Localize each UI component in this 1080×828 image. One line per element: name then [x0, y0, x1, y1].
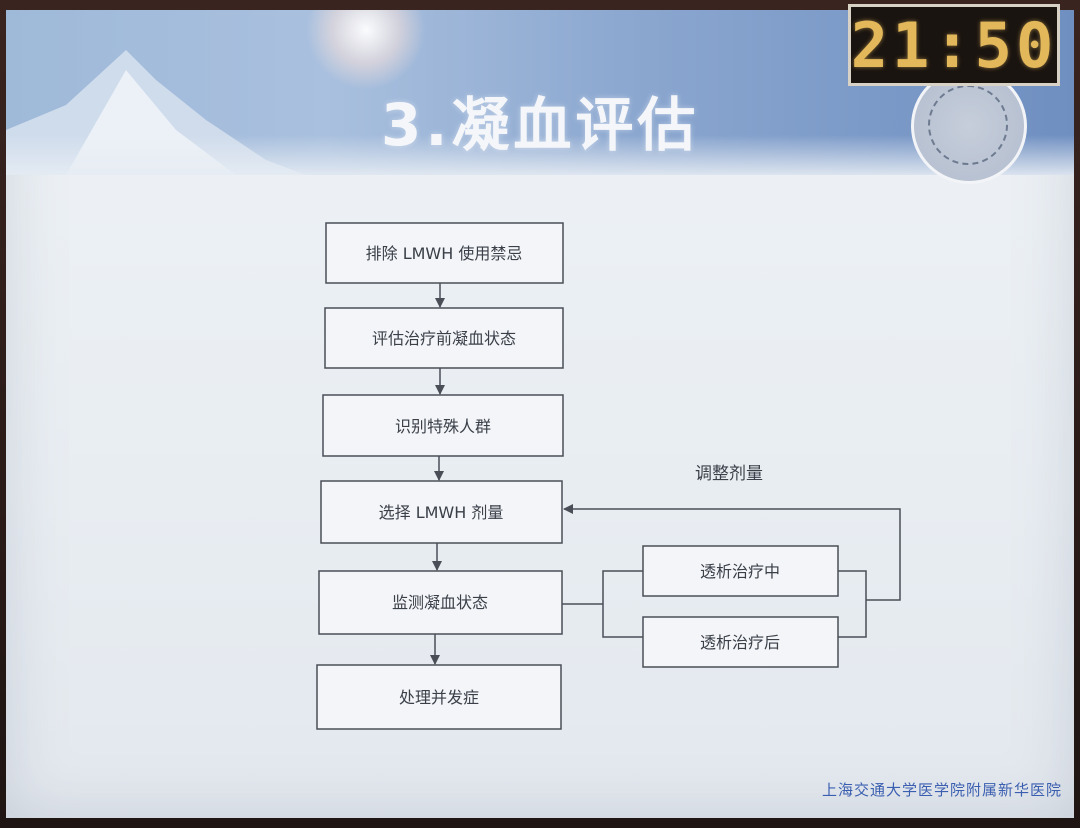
- slide-footer-institution: 上海交通大学医学院附属新华医院: [821, 781, 1062, 799]
- flow-branch-after-dialysis: 透析治疗后: [642, 616, 839, 668]
- university-emblem-icon: [911, 68, 1027, 184]
- slide: 3.凝血评估 排除 LMWH 使用禁忌 评估治疗前凝血状态 识别特殊人群: [6, 10, 1074, 818]
- flow-step-5-label: 监测凝血状态: [392, 593, 488, 612]
- flow-branch-2-label: 透析治疗后: [700, 633, 780, 652]
- connector-branch-join: [838, 570, 867, 638]
- connector-branch-bracket: [602, 570, 643, 638]
- flow-step-2: 评估治疗前凝血状态: [324, 307, 564, 369]
- countdown-clock: 21:50: [848, 4, 1060, 86]
- flow-step-4: 选择 LMWH 剂量: [320, 480, 563, 544]
- flow-branch-1-label: 透析治疗中: [700, 562, 780, 581]
- slide-title: 3.凝血评估: [381, 91, 700, 159]
- feedback-label: 调整剂量: [695, 464, 763, 484]
- flow-step-3: 识别特殊人群: [322, 394, 564, 457]
- flow-step-6-label: 处理并发症: [399, 688, 479, 707]
- flow-step-6: 处理并发症: [316, 664, 562, 730]
- flow-step-1: 排除 LMWH 使用禁忌: [325, 222, 564, 284]
- arrow-feedback-adjust-dose: [563, 504, 901, 601]
- flow-step-2-label: 评估治疗前凝血状态: [372, 329, 516, 348]
- flow-step-1-label: 排除 LMWH 使用禁忌: [366, 244, 523, 263]
- flow-step-5: 监测凝血状态: [318, 570, 563, 635]
- flowchart-diagram: 排除 LMWH 使用禁忌 评估治疗前凝血状态 识别特殊人群 选择 LMWH 剂量…: [316, 222, 901, 730]
- flow-step-4-label: 选择 LMWH 剂量: [379, 503, 504, 522]
- clock-time: 21:50: [850, 8, 1058, 82]
- flow-branch-during-dialysis: 透析治疗中: [642, 545, 839, 597]
- flow-step-3-label: 识别特殊人群: [395, 417, 491, 436]
